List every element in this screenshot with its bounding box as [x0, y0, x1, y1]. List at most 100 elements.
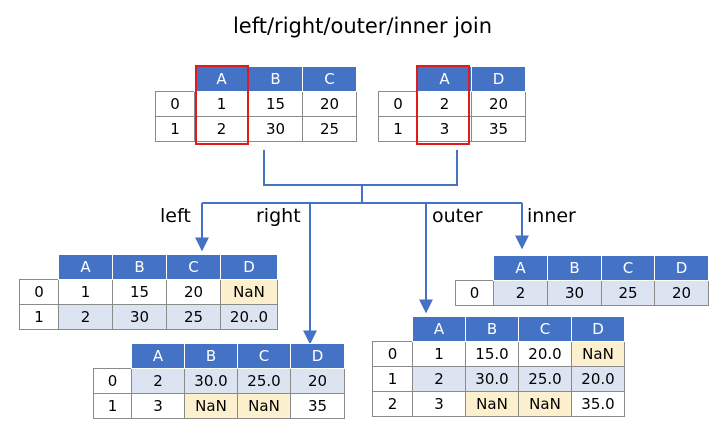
outer-join-label: outer — [432, 205, 483, 227]
table-cell: 30.0 — [184, 368, 238, 394]
row-index: 1 — [378, 116, 418, 142]
table-header-row: A B C D — [456, 255, 709, 281]
table-cell: 35 — [290, 393, 345, 419]
left-source-connector — [263, 150, 362, 186]
header-corner — [456, 256, 494, 281]
join-key-highlight — [416, 65, 470, 145]
column-header: B — [184, 343, 238, 369]
row-index: 1 — [93, 393, 132, 419]
column-header: D — [471, 66, 526, 92]
header-corner — [156, 67, 195, 92]
table-cell: 25 — [166, 304, 221, 330]
nan-cell: NaN — [571, 341, 625, 367]
column-header: C — [302, 66, 357, 92]
column-header: B — [248, 66, 303, 92]
table-cell: 20.0 — [571, 366, 625, 392]
table-cell: 20 — [471, 91, 526, 117]
column-header: B — [112, 254, 167, 280]
column-header: D — [654, 255, 709, 281]
row-index: 2 — [372, 391, 413, 417]
inner-join-result-table: A B C D 0 2 30 25 20 — [455, 255, 709, 306]
table-cell: 3 — [412, 391, 466, 417]
row-index: 0 — [455, 280, 494, 306]
nan-cell: NaN — [220, 279, 278, 305]
table-cell: 3 — [417, 116, 472, 142]
join-key-highlight — [195, 65, 249, 145]
header-corner — [20, 255, 59, 280]
table-cell: 30 — [112, 304, 167, 330]
inner-join-label: inner — [527, 205, 576, 227]
column-header: D — [220, 254, 278, 280]
table-cell: 1 — [412, 341, 466, 367]
table-cell: 35 — [471, 116, 526, 142]
table-row: 1 2 30 25 20..0 — [19, 304, 278, 330]
column-header: C — [237, 343, 291, 369]
table-cell: 20 — [290, 368, 345, 394]
table-cell: 25 — [601, 280, 655, 306]
row-index: 1 — [19, 304, 59, 330]
right-source-table: A D 0 2 20 1 3 35 — [378, 66, 526, 142]
table-row: 1 2 30 25 — [155, 116, 357, 142]
column-header: D — [571, 316, 625, 342]
row-index: 0 — [19, 279, 59, 305]
table-cell: 20.0 — [518, 341, 572, 367]
right-join-result-table: A B C D 0 2 30.0 25.0 20 1 3 NaN NaN 35 — [93, 343, 345, 419]
header-corner — [373, 317, 413, 342]
table-header-row: A B C D — [94, 343, 345, 369]
table-cell: 3 — [131, 393, 185, 419]
header-corner — [379, 67, 418, 92]
left-source-table: A B C 0 1 15 20 1 2 30 25 — [155, 66, 357, 142]
table-row: 0 1 15 20 NaN — [19, 279, 278, 305]
right-source-connector — [362, 150, 458, 186]
column-header: B — [547, 255, 602, 281]
table-cell: 25 — [302, 116, 357, 142]
row-index: 0 — [372, 341, 413, 367]
column-header: C — [601, 255, 655, 281]
column-header: B — [465, 316, 519, 342]
right-join-label: right — [256, 205, 301, 227]
nan-cell: NaN — [518, 391, 572, 417]
table-cell: 2 — [131, 368, 185, 394]
table-row: 1 3 NaN NaN 35 — [93, 393, 345, 419]
row-index: 0 — [93, 368, 132, 394]
table-cell: 20 — [166, 279, 221, 305]
table-row: 0 1 15 20 — [155, 91, 357, 117]
nan-cell: NaN — [465, 391, 519, 417]
table-cell: 15 — [248, 91, 303, 117]
table-row: 1 3 35 — [378, 116, 526, 142]
table-cell: 25.0 — [237, 368, 291, 394]
table-cell: 2 — [417, 91, 472, 117]
table-cell: 30.0 — [465, 366, 519, 392]
table-row: 2 3 NaN NaN 35.0 — [372, 391, 625, 417]
column-header: C — [518, 316, 572, 342]
left-join-label: left — [160, 205, 191, 227]
table-cell: 2 — [58, 304, 113, 330]
table-header-row: A B C D — [373, 316, 625, 342]
nan-cell: NaN — [237, 393, 291, 419]
header-corner — [94, 344, 132, 369]
row-index: 1 — [155, 116, 195, 142]
table-row: 0 2 20 — [378, 91, 526, 117]
row-index: 0 — [155, 91, 195, 117]
table-cell: 15.0 — [465, 341, 519, 367]
diagram-title: left/right/outer/inner join — [232, 14, 493, 38]
table-row: 0 1 15.0 20.0 NaN — [372, 341, 625, 367]
table-row: 0 2 30 25 20 — [455, 280, 709, 306]
table-row: 1 2 30.0 25.0 20.0 — [372, 366, 625, 392]
column-header: C — [166, 254, 221, 280]
table-cell: 35.0 — [571, 391, 625, 417]
table-cell: 30 — [248, 116, 303, 142]
row-index: 0 — [378, 91, 418, 117]
column-header: A — [412, 316, 466, 342]
table-header-row: A B C D — [20, 254, 278, 280]
table-cell: 25.0 — [518, 366, 572, 392]
table-cell: 2 — [412, 366, 466, 392]
column-header: D — [290, 343, 345, 369]
table-cell: 20 — [302, 91, 357, 117]
table-cell: 15 — [112, 279, 167, 305]
column-header: A — [58, 254, 113, 280]
outer-join-result-table: A B C D 0 1 15.0 20.0 NaN 1 2 30.0 25.0 … — [372, 316, 625, 417]
table-cell: 1 — [58, 279, 113, 305]
row-index: 1 — [372, 366, 413, 392]
